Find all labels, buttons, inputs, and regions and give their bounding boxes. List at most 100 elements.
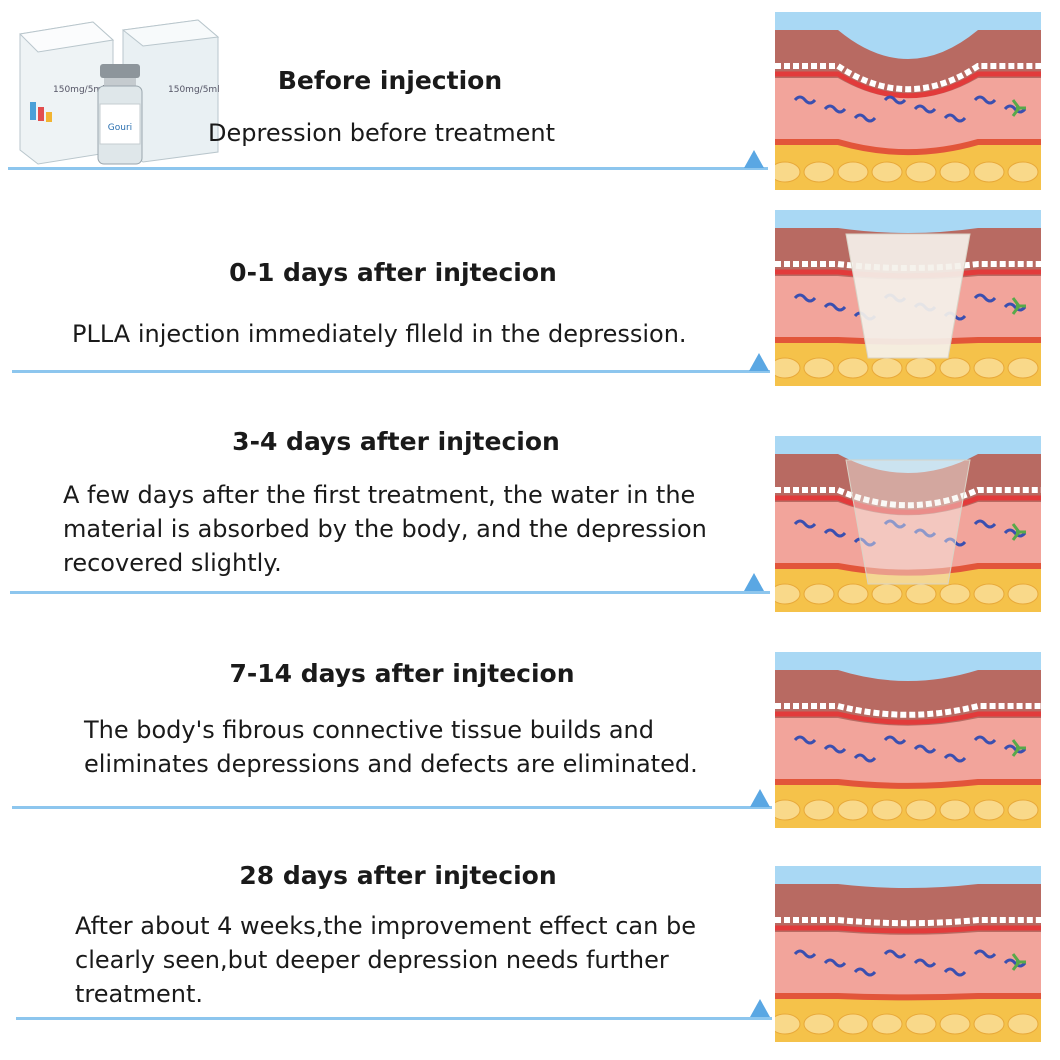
collagen-fiber [823, 744, 847, 754]
fat-lobule [803, 161, 835, 183]
triangle-marker-icon [750, 789, 770, 807]
fat-lobule [775, 799, 801, 821]
collagen-fiber [793, 293, 817, 303]
fat-lobule [803, 583, 835, 605]
collagen-fiber [1003, 958, 1027, 968]
skin-illustration-3-4-days [775, 436, 1041, 612]
triangle-marker-icon [744, 150, 764, 168]
fat-lobule [871, 1013, 903, 1035]
collagen-fiber [913, 104, 937, 114]
step-description: PLLA injection immediately flleld in the… [72, 320, 687, 348]
fat-lobule [837, 357, 869, 379]
basal-layer [775, 63, 1041, 93]
collagen-fiber [1003, 528, 1027, 538]
fat-lobule [905, 583, 937, 605]
collagen-fiber [853, 537, 877, 547]
product-image: 150mg/5ml 150mg/5ml Gouri [18, 12, 223, 172]
fat-lobule [905, 799, 937, 821]
fat-lobule [905, 1013, 937, 1035]
fat-lobule [973, 161, 1005, 183]
fat-lobule [1007, 1013, 1039, 1035]
skin-illustration-7-14-days [775, 652, 1041, 828]
divider-line [8, 167, 768, 170]
collagen-fiber [823, 958, 847, 968]
fat-lobule [775, 1013, 801, 1035]
fat-lobule [871, 583, 903, 605]
fat-lobule [973, 799, 1005, 821]
fat-lobule [973, 583, 1005, 605]
collagen-fiber [943, 753, 967, 763]
fibroblast-icon [1011, 739, 1026, 757]
collagen-fiber [823, 528, 847, 538]
step-description: A few days after the first treatment, th… [63, 481, 707, 577]
collagen-fiber [973, 519, 997, 529]
collagen-fiber [913, 958, 937, 968]
fascia-line [775, 563, 1041, 576]
skin-illustration-28-days [775, 866, 1041, 1042]
fat-lobule [939, 583, 971, 605]
step-title: 28 days after injtecion [239, 861, 557, 890]
box-label-front: 150mg/5ml [53, 85, 105, 95]
box-label-back: 150mg/5ml [168, 85, 220, 95]
collagen-fiber [1003, 302, 1027, 312]
divider-line [12, 370, 770, 373]
vial-label: Gouri [108, 123, 132, 133]
vessel-line [775, 495, 1041, 515]
fat-lobule [871, 357, 903, 379]
collagen-fiber [883, 95, 907, 105]
collagen-fiber [793, 519, 817, 529]
collagen-fiber [823, 302, 847, 312]
fat-lobule [939, 161, 971, 183]
collagen-fiber [913, 528, 937, 538]
fat-lobule [803, 799, 835, 821]
fat-lobule [905, 357, 937, 379]
step-title: 0-1 days after injtecion [229, 258, 557, 287]
step-description: After about 4 weeks,the improvement effe… [75, 912, 696, 1008]
fat-lobule [775, 357, 801, 379]
fat-lobule [775, 583, 801, 605]
fat-lobule [939, 357, 971, 379]
plla-filler [845, 233, 971, 359]
vessel-line [775, 71, 1041, 99]
fat-lobule [973, 357, 1005, 379]
step-description: Depression before treatment [208, 119, 556, 147]
fat-lobule [803, 1013, 835, 1035]
fascia-line [775, 779, 1041, 789]
fat-lobule [1007, 357, 1039, 379]
collagen-fiber [853, 967, 877, 977]
fascia-line [775, 139, 1041, 156]
collagen-fiber [823, 104, 847, 114]
fibroblast-icon [1011, 99, 1026, 117]
fascia-line [775, 993, 1041, 1001]
vessel-line [775, 925, 1041, 934]
collagen-fiber [883, 949, 907, 959]
collagen-fiber [1003, 104, 1027, 114]
collagen-fiber [793, 949, 817, 959]
skin-illustration-before [775, 12, 1041, 190]
fibroblast-icon [1011, 523, 1026, 541]
fibroblast-icon [1011, 953, 1026, 971]
fat-lobule [973, 1013, 1005, 1035]
collagen-fiber [973, 949, 997, 959]
collagen-fiber [883, 519, 907, 529]
collagen-fiber [883, 735, 907, 745]
skin-illustration-0-1-days [775, 210, 1041, 386]
fat-lobule [775, 161, 801, 183]
fat-lobule [939, 1013, 971, 1035]
step-description: The body's fibrous connective tissue bui… [84, 716, 698, 778]
fat-lobule [1007, 583, 1039, 605]
step-title: Before injection [277, 66, 503, 95]
collagen-fiber [973, 95, 997, 105]
step-title: 3-4 days after injtecion [232, 427, 560, 456]
fat-lobule [803, 357, 835, 379]
collagen-fiber [943, 113, 967, 123]
divider-line [10, 591, 770, 594]
collagen-fiber [793, 735, 817, 745]
triangle-marker-icon [749, 353, 769, 371]
collagen-fiber [1003, 744, 1027, 754]
step-title: 7-14 days after injtecion [229, 659, 575, 688]
fat-lobule [837, 799, 869, 821]
fat-lobule [1007, 161, 1039, 183]
fibroblast-icon [1011, 297, 1026, 315]
triangle-marker-icon [744, 573, 764, 591]
